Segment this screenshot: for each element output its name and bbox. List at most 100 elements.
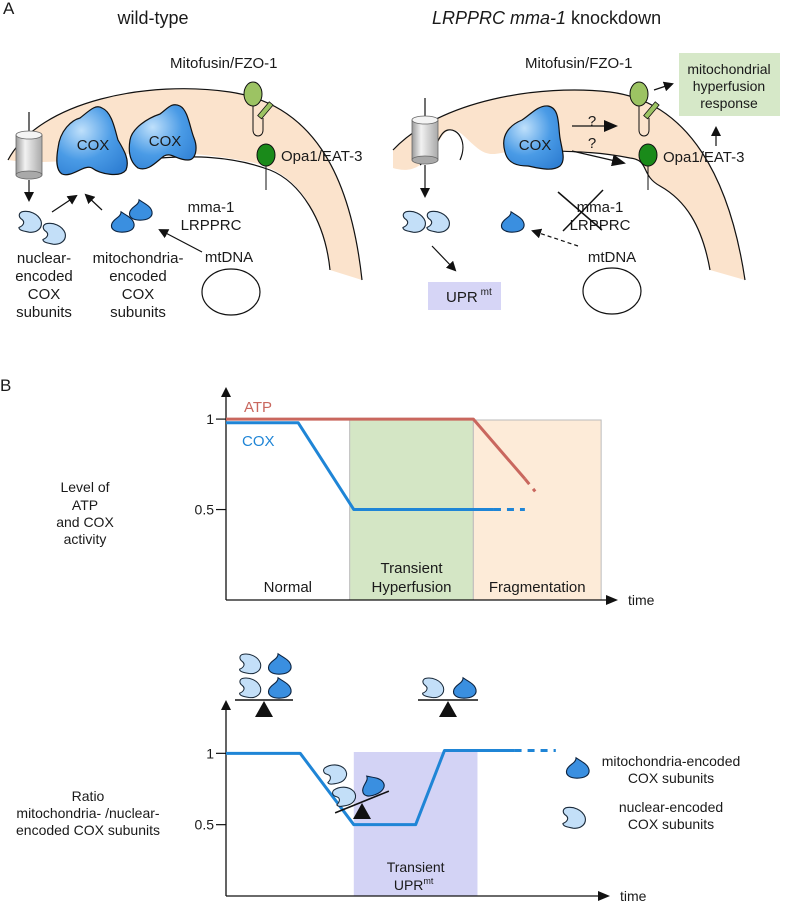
svg-text:encoded: encoded: [109, 268, 167, 285]
svg-text:encoded: encoded: [15, 268, 73, 285]
wt-opa1-icon: [256, 143, 276, 190]
balance-fulcrum-icon: [255, 701, 273, 717]
svg-text:subunits: subunits: [110, 304, 166, 321]
series-line-atp: [226, 417, 527, 480]
kd-question-mark-1: ?: [588, 113, 596, 130]
series-label-cox: COX: [242, 433, 275, 450]
kd-mitofusin-icon: [629, 81, 660, 137]
legend-nuclear-subunit-icon: [562, 806, 586, 829]
wt-cox-complex-2: COX: [128, 104, 197, 170]
kd-cox-complex: COX: [503, 105, 564, 170]
phase-label: Transient: [381, 560, 444, 577]
y-axis-arrow-icon: [221, 700, 231, 710]
wt-mito-subunit-icon: [128, 199, 153, 221]
wt-mitofusin-label: Mitofusin/FZO-1: [170, 55, 278, 72]
kd-mitochondrion: [392, 89, 746, 281]
wt-cox-label-2: COX: [149, 133, 182, 150]
upr-label: UPR: [446, 289, 478, 306]
kd-opa1-label: Opa1/EAT-3: [663, 149, 744, 166]
wt-cox-complex-1: COX: [56, 106, 128, 176]
wt-nuclear-encoded-label: nuclear- encoded COX subunits: [15, 250, 73, 321]
balance-fulcrum-icon: [439, 701, 457, 717]
wt-opa1-label: Opa1/EAT-3: [281, 148, 362, 165]
nuclear-subunit-icon: [239, 653, 262, 675]
chart1-ylabel-line4: activity: [64, 531, 107, 547]
phase-label: UPRmt: [394, 876, 434, 893]
legend-mito-subunit-icon: [565, 757, 590, 779]
wt-mitofusin-icon: [243, 81, 274, 137]
series-line-ratio: [226, 748, 515, 827]
knockdown-title-italic: LRPPRC mma-1: [432, 8, 566, 28]
kd-arrow-mitofusin-to-response: [653, 81, 674, 92]
kd-lrpprc-label: LRPPRC: [570, 217, 631, 234]
kd-cox-label: COX: [519, 137, 552, 154]
kd-mtdna-circle: [582, 267, 642, 315]
wt-mtdna-label: mtDNA: [205, 249, 253, 266]
wt-mito-encoded-label: mitochondria- encoded COX subunits: [93, 250, 184, 321]
wild-type-title: wild-type: [116, 8, 188, 28]
balance-beam: [321, 760, 390, 814]
balance-bar: [334, 790, 390, 814]
wt-nuclear-subunit-icon: [18, 210, 42, 233]
y-axis-arrow-icon: [221, 387, 231, 397]
nuclear-subunit-icon: [239, 677, 262, 699]
svg-text:hyperfusion: hyperfusion: [693, 78, 765, 94]
svg-text:mitochondrial: mitochondrial: [687, 61, 770, 77]
series-label-atp: ATP: [244, 399, 272, 416]
kd-nuclear-subunit-icon: [426, 210, 450, 233]
balance-beam: [418, 677, 478, 701]
kd-question-mark-2: ?: [588, 135, 596, 152]
wt-mtdna-circle: [201, 268, 261, 316]
kd-opa1-icon: [638, 143, 658, 190]
x-axis-label: time: [620, 888, 647, 904]
series-dashed-atp: [523, 477, 537, 493]
x-axis-label: time: [628, 592, 655, 608]
y-tick-label: 0.5: [195, 817, 215, 833]
kd-mito-subunit-icon: [500, 211, 525, 233]
balance-upr: [321, 760, 390, 819]
kd-import-channel: [411, 98, 439, 198]
series-line-cox: [226, 421, 494, 512]
phase-label: Hyperfusion: [371, 579, 451, 596]
panel-a-letter: A: [3, 0, 15, 18]
balance-normal: [235, 653, 293, 717]
kd-dashed-arrow-mtdna: [531, 228, 579, 247]
wt-mma1-label: mma-1: [188, 199, 235, 216]
legend: mitochondria-encoded COX subunits nuclea…: [562, 753, 741, 832]
legend-nuclear-line1: nuclear-encoded: [619, 799, 723, 815]
wt-arrow-mtdna-to-subunit: [158, 229, 203, 253]
svg-text:response: response: [700, 95, 758, 111]
svg-text:subunits: subunits: [16, 304, 72, 321]
balance-beam: [235, 653, 293, 701]
kd-cross-out-icon: [557, 189, 604, 232]
balance-fulcrum-icon: [353, 803, 371, 819]
wt-cox-label-1: COX: [77, 137, 110, 154]
x-axis-arrow-icon: [598, 891, 610, 901]
svg-text:mitochondria-: mitochondria-: [93, 250, 184, 267]
legend-mito-line1: mitochondria-encoded: [602, 753, 741, 769]
chart2-ylabel-line3: encoded COX subunits: [16, 822, 160, 838]
mito-subunit-icon: [267, 653, 292, 675]
nuclear-subunit-icon: [321, 760, 350, 788]
kd-mitofusin-label: Mitofusin/FZO-1: [525, 55, 633, 72]
legend-nuclear-line2: COX subunits: [628, 816, 714, 832]
upr-sup: mt: [481, 287, 492, 298]
mito-subunit-icon: [267, 677, 292, 699]
svg-text:COX: COX: [122, 286, 155, 303]
kd-arrow-to-upr: [431, 245, 457, 272]
kd-mtdna-label: mtDNA: [588, 249, 636, 266]
kd-nuclear-subunit-icon: [402, 210, 426, 233]
kd-mma1-label: mma-1: [577, 199, 624, 216]
phase-label: Fragmentation: [489, 579, 586, 596]
hyperfusion-response-box: mitochondrial hyperfusion response: [679, 53, 780, 116]
y-tick-label: 0.5: [195, 502, 215, 518]
wt-arrow-nuclear-to-cox: [51, 194, 78, 213]
mito-subunit-icon: [452, 677, 477, 699]
legend-mito-line2: COX subunits: [628, 770, 714, 786]
svg-text:UPRmt: UPRmt: [446, 287, 492, 306]
chart1-ylabel-line1: Level of: [60, 479, 109, 495]
